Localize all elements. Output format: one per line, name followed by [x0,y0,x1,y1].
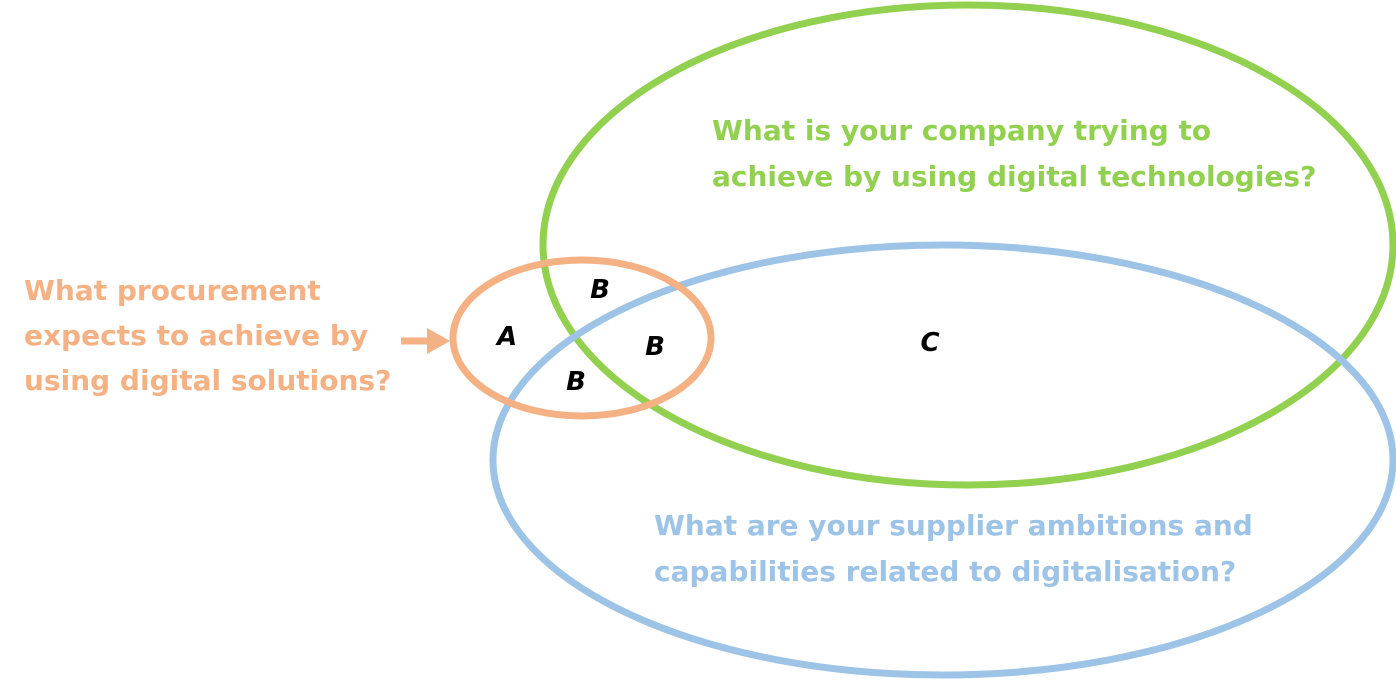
supplier-question: What are your supplier ambitions and cap… [654,509,1263,588]
procurement-question-line: expects to achieve by [24,319,368,352]
region-label-b-right: B [645,332,665,362]
company-ellipse [539,1,1396,489]
procurement-question-line: What procurement [24,274,321,307]
company-question-line: What is your company trying to [712,114,1211,147]
supplier-question-line: What are your supplier ambitions and [654,509,1253,542]
region-label-a: A [495,322,517,352]
procurement-question-line: using digital solutions? [24,364,391,397]
supplier-question-line: capabilities related to digitalisation? [654,555,1236,588]
arrow-right-icon [401,328,450,354]
procurement-question: What procurement expects to achieve by u… [24,274,391,397]
company-question: What is your company trying to achieve b… [712,114,1316,193]
company-question-line: achieve by using digital technologies? [712,160,1316,193]
procurement-ellipse [449,256,715,420]
region-label-b-top: B [590,275,610,305]
region-label-c: C [920,328,939,358]
region-label-b-bottom: B [566,367,586,397]
supplier-ellipse [489,241,1396,679]
